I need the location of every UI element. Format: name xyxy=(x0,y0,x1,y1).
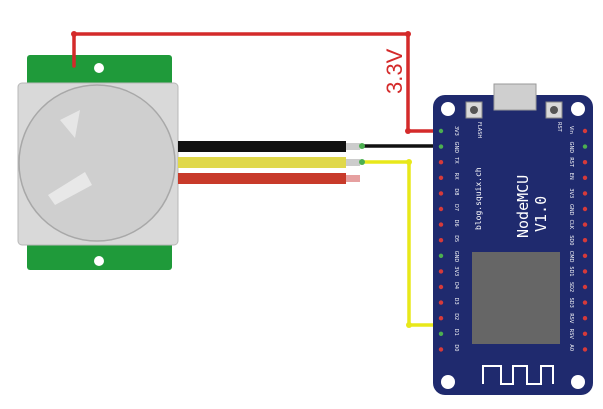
pin-left-d1 xyxy=(438,331,444,336)
pin-label-d2: D2 xyxy=(453,313,459,320)
voltage-label: 3.3V xyxy=(382,48,407,94)
usb-connector xyxy=(493,83,537,111)
pin-label-en: EN xyxy=(568,173,574,180)
pin-label-d3: D3 xyxy=(453,298,459,305)
pin-label-rx: RX xyxy=(453,173,459,180)
pin-left-d2 xyxy=(438,316,444,321)
pin-label-sd3: SD3 xyxy=(568,298,574,308)
pin-label-vin: Vin xyxy=(568,126,574,134)
pin-label-3v3: 3V3 xyxy=(453,126,459,136)
pin-right-rst xyxy=(582,160,588,165)
pin-right-clk xyxy=(582,222,588,227)
sensor-dome xyxy=(18,84,176,242)
pin-label-gnd: GND xyxy=(568,204,574,216)
pin-right-rsv xyxy=(582,331,588,336)
pin-label-cmd: CMD xyxy=(568,251,574,263)
pin-label-d6: D6 xyxy=(453,220,459,227)
pin-label-d1: D1 xyxy=(453,329,459,336)
pin-right-sd0 xyxy=(582,238,588,243)
pin-right-sd2 xyxy=(582,284,588,290)
pin-right-gnd xyxy=(582,206,588,212)
nodemcu-board: FLASH RST NodeMCU V1.0 blog.squix.ch 3V3… xyxy=(433,83,593,395)
pin-label-rsv: RSV xyxy=(568,329,574,340)
pin-left-rx xyxy=(438,175,444,180)
pin-header-right: VinGNDRSTEN3V3GNDCLKSD0CMDSD1SD2SD3RSVRS… xyxy=(568,126,588,352)
rst-label: RST xyxy=(556,122,562,133)
pin-label-a0: A0 xyxy=(568,344,574,351)
pin-label-sd2: SD2 xyxy=(568,282,574,292)
pin-right-a0 xyxy=(582,347,588,352)
pin-left-3v3 xyxy=(438,128,444,134)
pin-label-d0: D0 xyxy=(453,344,459,351)
pir-sensor xyxy=(17,55,179,270)
pin-label-sd1: SD1 xyxy=(568,266,574,276)
pin-right-gnd xyxy=(582,144,588,149)
pin-label-sd0: SD0 xyxy=(568,235,574,245)
lead-red xyxy=(178,173,346,184)
pin-label-d8: D8 xyxy=(453,188,459,195)
pin-right-en xyxy=(582,175,588,180)
pin-label-3v3: 3V3 xyxy=(453,266,459,276)
pin-right-cmd xyxy=(582,253,588,258)
pin-left-tx xyxy=(438,160,444,165)
pin-label-3v3: 3V3 xyxy=(568,188,574,198)
signal-wire xyxy=(360,160,443,327)
pin-left-gnd xyxy=(438,253,444,258)
lead-yellow xyxy=(178,157,346,168)
board-version: V1.0 xyxy=(532,196,550,232)
pin-left-d8 xyxy=(438,191,444,196)
pin-label-gnd: GND xyxy=(453,251,459,263)
pin-right-rsv xyxy=(582,316,588,321)
pin-left-gnd xyxy=(438,144,444,149)
pin-label-tx: TX xyxy=(453,156,459,164)
pin-right-3v3 xyxy=(582,191,588,196)
wires xyxy=(71,31,443,328)
board-title: NodeMCU xyxy=(514,175,532,238)
flash-label: FLASH xyxy=(476,122,482,138)
board-site: blog.squix.ch xyxy=(474,167,483,230)
pin-left-d7 xyxy=(438,206,444,212)
esp-shield xyxy=(472,252,560,344)
sensor-leads xyxy=(178,141,360,184)
pin-right-sd1 xyxy=(582,269,588,274)
pin-left-d3 xyxy=(438,300,444,305)
pin-label-gnd: GND xyxy=(453,142,459,154)
pin-right-sd3 xyxy=(582,300,588,305)
pin-label-rsv: RSV xyxy=(568,313,574,324)
lead-black xyxy=(178,141,346,152)
pin-label-clk: CLK xyxy=(568,220,574,230)
pin-left-d0 xyxy=(438,347,444,352)
pin-label-rst: RST xyxy=(568,157,574,168)
pin-left-d6 xyxy=(438,222,444,227)
pin-left-d5 xyxy=(438,238,444,243)
pin-label-d7: D7 xyxy=(453,204,459,211)
antenna-trace xyxy=(482,365,554,385)
pin-label-gnd: GND xyxy=(568,142,574,154)
pin-left-3v3 xyxy=(438,269,444,274)
pin-right-vin xyxy=(582,128,588,134)
pin-label-d5: D5 xyxy=(453,235,459,242)
pin-left-d4 xyxy=(438,284,444,290)
pin-label-d4: D4 xyxy=(453,282,459,289)
